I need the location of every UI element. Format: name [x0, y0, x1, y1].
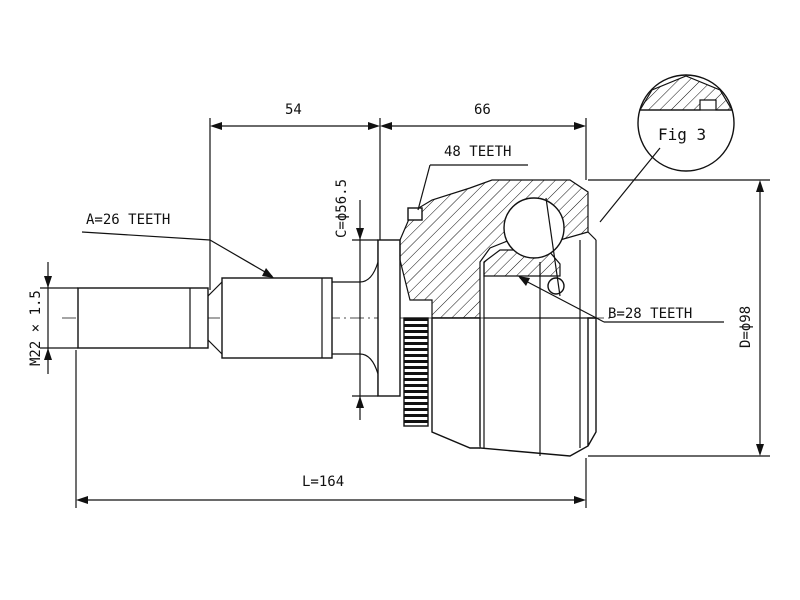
bell-section-hatched — [399, 179, 589, 319]
callout-b-teeth — [518, 276, 724, 323]
fig3-detail — [599, 74, 735, 223]
callout-abs-teeth-label: 48 TEETH — [444, 144, 511, 160]
dim-outer — [588, 179, 770, 457]
abs-ring — [403, 317, 429, 427]
dim-outer-label: D=ϕ98 — [738, 306, 754, 348]
flange — [377, 239, 401, 397]
dim-total-label: L=164 — [302, 474, 344, 490]
callout-abs-teeth — [417, 164, 528, 211]
fig-label: Fig 3 — [658, 125, 706, 144]
shaft — [77, 240, 379, 396]
dim-thread — [40, 262, 78, 374]
dim-total — [75, 350, 587, 508]
callout-a-teeth-label: A=26 TEETH — [86, 212, 170, 228]
circlip — [547, 277, 565, 295]
dim-flange — [352, 200, 378, 420]
dim-54 — [209, 118, 381, 290]
dim-54-label: 54 — [285, 102, 302, 118]
callout-b-teeth-label: B=28 TEETH — [608, 306, 692, 322]
dim-66-label: 66 — [474, 102, 491, 118]
ball — [503, 197, 565, 259]
callout-a-teeth — [81, 231, 274, 278]
dim-flange-label: C=ϕ56.5 — [334, 179, 350, 238]
dim-thread-label: M22 × 1.5 — [28, 290, 44, 366]
bell-housing — [431, 231, 597, 457]
dim-66 — [380, 118, 587, 180]
abs-tab — [407, 207, 423, 221]
